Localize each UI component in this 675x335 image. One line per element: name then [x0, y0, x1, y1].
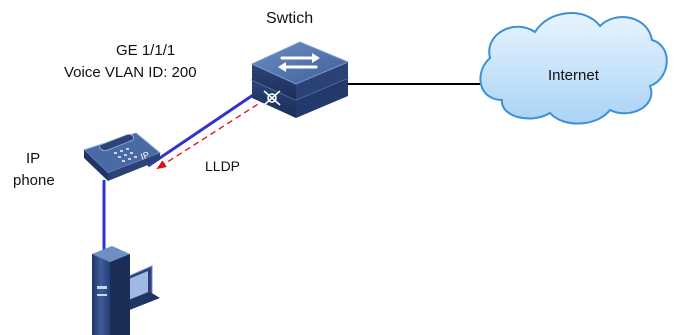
switch-icon: [250, 41, 350, 118]
internet-label: Internet: [548, 67, 599, 84]
internet-cloud-icon: [479, 12, 668, 125]
svg-text:IP: IP: [139, 150, 150, 162]
ip-phone-label-line1: IP: [26, 150, 41, 167]
switch-phone-link: [147, 87, 263, 168]
voice-vlan-label: Voice VLAN ID: 200: [64, 64, 197, 81]
port-label: GE 1/1/1: [116, 42, 176, 59]
switch-label: Swtich: [266, 10, 314, 27]
pc-icon: [92, 246, 160, 335]
lldp-arrow: [156, 98, 267, 170]
ip-phone-label-line2: phone: [13, 172, 55, 189]
ip-phone-icon: IP: [83, 132, 161, 181]
lldp-label: LLDP: [205, 158, 241, 174]
